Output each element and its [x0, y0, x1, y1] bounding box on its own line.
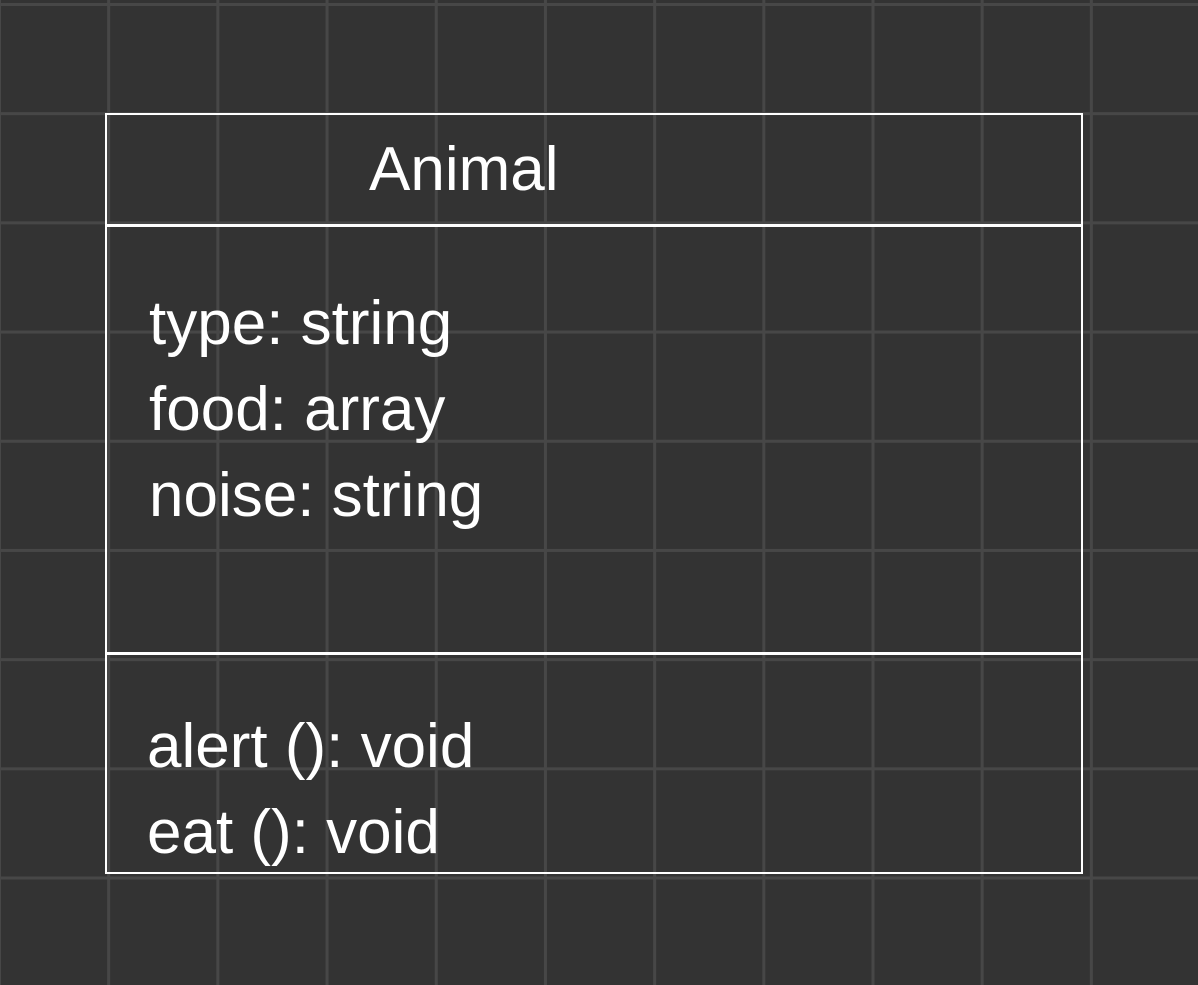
method-list: alert (): void eat (): void [147, 704, 474, 876]
uml-class-box[interactable]: Animal type: string food: array noise: s… [105, 113, 1083, 874]
method-eat: eat (): void [147, 798, 440, 867]
attributes-compartment: type: string food: array noise: string [107, 227, 1081, 655]
class-name-compartment: Animal [107, 115, 1081, 227]
attribute-list: type: string food: array noise: string [149, 281, 483, 539]
attribute-type: type: string [149, 289, 453, 358]
attribute-food: food: array [149, 375, 446, 444]
attribute-noise: noise: string [149, 461, 484, 530]
methods-compartment: alert (): void eat (): void [107, 655, 1081, 874]
method-alert: alert (): void [147, 712, 475, 781]
class-name: Animal [369, 135, 559, 204]
